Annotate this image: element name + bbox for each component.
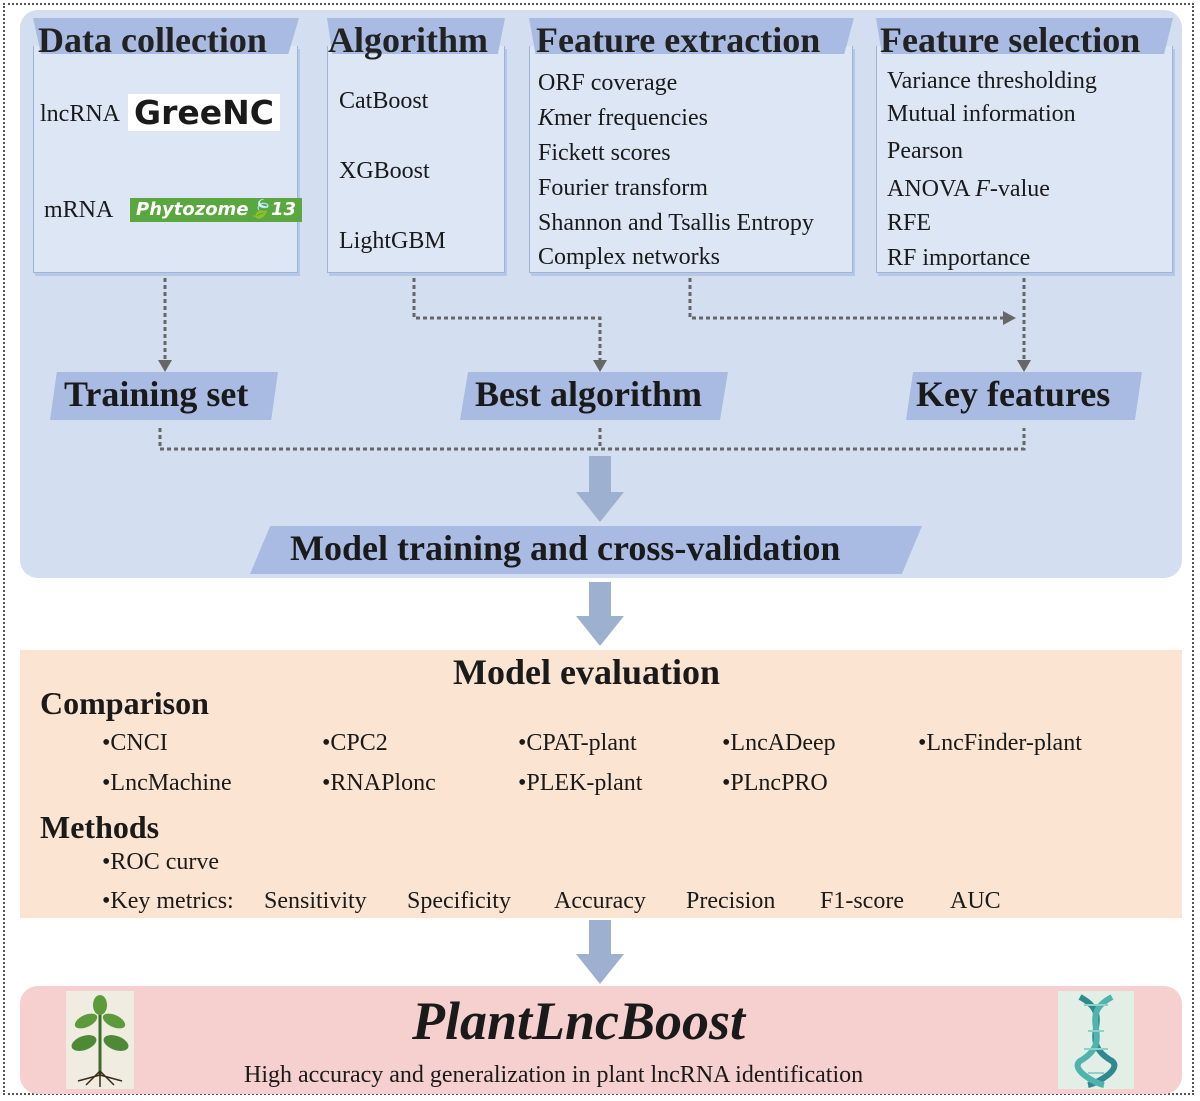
sel-pearson: Pearson (887, 138, 963, 164)
feat-fickett: Fickett scores (538, 140, 671, 166)
block-arrow-to-evaluation (576, 582, 624, 646)
feat-networks: Complex networks (538, 244, 720, 270)
algo-lightgbm: LightGBM (339, 228, 446, 254)
tool-plncpro: •PLncPRO (722, 770, 828, 796)
tool-cnci: •CNCI (102, 730, 168, 756)
feature-selection-title: Feature selection (880, 20, 1141, 60)
phytozome-version: 13 (270, 199, 297, 220)
leaf-icon: 🍃 (248, 199, 271, 220)
arrowhead-training (158, 360, 172, 372)
arrowhead-best (593, 360, 607, 372)
metric-precision: Precision (686, 888, 776, 914)
training-set-label: Training set (64, 374, 249, 414)
tool-cpat-plant: •CPAT-plant (518, 730, 637, 756)
block-arrow-to-result (576, 920, 624, 984)
evaluation-title: Model evaluation (453, 652, 720, 692)
sel-anova-pre: ANOVA (887, 176, 976, 202)
plant-sprout-icon (66, 991, 134, 1089)
best-algorithm-label: Best algorithm (475, 374, 702, 414)
feat-entropy: Shannon and Tsallis Entropy (538, 210, 814, 236)
tool-cpc2: •CPC2 (322, 730, 388, 756)
plant-sprout-graphic (71, 995, 129, 1087)
result-subtitle: High accuracy and generalization in plan… (244, 1062, 864, 1088)
data-collection-title: Data collection (38, 20, 267, 60)
feature-selection-box (876, 46, 1173, 273)
key-features-label: Key features (916, 374, 1111, 414)
metrics-label: •Key metrics: (102, 888, 234, 914)
sel-anova-f: F (975, 176, 990, 202)
sel-variance: Variance thresholding (887, 68, 1097, 94)
sel-rf-importance: RF importance (887, 245, 1031, 271)
block-arrow-to-training (576, 456, 624, 522)
feat-fourier: Fourier transform (538, 175, 708, 201)
mrna-label: mRNA (44, 197, 114, 223)
metric-specificity: Specificity (407, 888, 511, 914)
arrowhead-extraction (1003, 311, 1016, 325)
feat-kmer: Kmer frequencies (538, 106, 708, 130)
connector-stages-merge (158, 428, 1026, 451)
sel-mutual-info: Mutual information (887, 101, 1076, 127)
model-training-band (250, 526, 922, 574)
tool-plek-plant: •PLEK-plant (518, 770, 643, 796)
metric-f1: F1-score (820, 888, 904, 914)
algorithm-header-band (327, 18, 505, 54)
result-name: PlantLncBoost (412, 991, 746, 1051)
tool-lncfinder-plant: •LncFinder-plant (918, 730, 1082, 756)
lncrna-label: lncRNA (40, 101, 120, 127)
dna-helix-graphic (1074, 994, 1118, 1088)
methods-heading: Methods (40, 809, 160, 845)
sel-rfe: RFE (887, 210, 932, 236)
data-collection-header-band (33, 18, 299, 54)
algo-catboost: CatBoost (339, 88, 429, 114)
tool-rnaplonc: •RNAPlonc (322, 770, 436, 796)
sel-anova: ANOVA F-value (887, 177, 1050, 201)
metric-sensitivity: Sensitivity (264, 888, 367, 914)
algorithm-box (327, 46, 505, 273)
evaluation-panel (20, 650, 1182, 918)
model-training-label: Model training and cross-validation (290, 528, 841, 568)
phytozome-logo-text: Phytozome (136, 199, 249, 220)
best-algorithm-band (460, 372, 728, 420)
metric-auc: AUC (950, 888, 1001, 914)
feature-selection-header-band (876, 18, 1173, 54)
sel-anova-post: -value (989, 176, 1050, 202)
phytozome-logo: Phytozome🍃13 (130, 198, 303, 222)
metric-accuracy: Accuracy (554, 888, 646, 914)
feature-extraction-header-band (529, 18, 854, 54)
data-collection-box (33, 46, 298, 273)
outer-frame (3, 3, 1194, 1095)
feat-kmer-rest: mer frequencies (554, 105, 708, 131)
feat-kmer-k: K (538, 105, 555, 131)
dna-helix-icon (1058, 991, 1134, 1089)
feat-orf-coverage: ORF coverage (538, 70, 678, 96)
result-panel (20, 986, 1182, 1094)
method-roc: •ROC curve (102, 849, 220, 875)
key-features-band (906, 372, 1142, 420)
feature-extraction-title: Feature extraction (536, 20, 821, 60)
comparison-heading: Comparison (40, 685, 209, 721)
connector-algo-to-best (412, 278, 602, 362)
tool-lncmachine: •LncMachine (102, 770, 232, 796)
greenc-logo: GreeNC (128, 94, 280, 131)
tool-lncadeep: •LncADeep (722, 730, 836, 756)
algorithm-title: Algorithm (328, 20, 488, 60)
training-set-band (50, 372, 278, 420)
arrowhead-key (1017, 360, 1031, 372)
feature-extraction-box (529, 46, 853, 273)
connector-extraction-to-selection (688, 278, 1005, 320)
algo-xgboost: XGBoost (339, 158, 430, 184)
